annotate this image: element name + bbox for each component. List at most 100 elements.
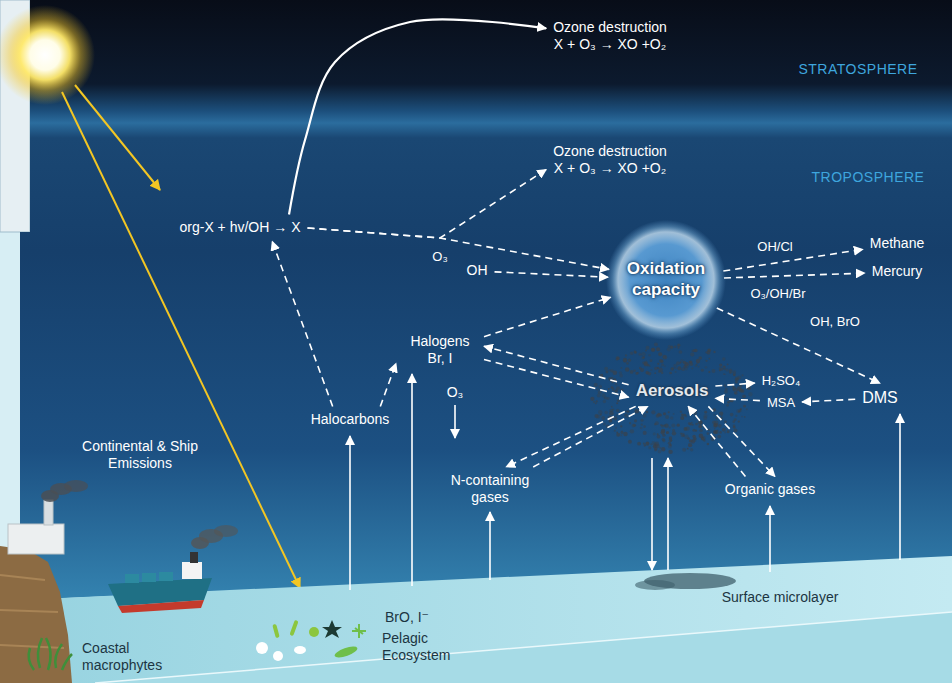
aerosol-dot [670, 367, 674, 371]
node-text: H₂SO₄ [762, 373, 801, 389]
dashed-arrow [380, 363, 396, 406]
aerosol-dot [662, 439, 665, 442]
edge-label: OH, BrO [810, 314, 860, 330]
aerosol-dot [719, 364, 722, 367]
smoke [214, 525, 238, 537]
aerosol-dot [722, 428, 726, 432]
aerosol-dot [638, 353, 641, 356]
aerosol-dot [714, 428, 716, 430]
layer-label: STRATOSPHERE [798, 61, 917, 78]
surface-label: Surface microlayer [722, 589, 839, 606]
aerosol-dot [653, 432, 656, 435]
aerosol-dot [693, 410, 698, 415]
sink-label: Mercury [868, 261, 927, 282]
aerosol-dot [746, 408, 748, 410]
aerosol-dot [695, 423, 698, 426]
aerosol-dot [616, 402, 618, 404]
aerosol-dot [690, 448, 693, 451]
aerosol-dot [651, 348, 655, 352]
aerosol-dot [663, 412, 666, 415]
aerosol-dot [650, 443, 652, 445]
aerosol-dot [711, 369, 715, 373]
aerosol-dot [603, 400, 606, 403]
node-text: DMS [862, 388, 898, 408]
aerosol-dot [708, 371, 710, 373]
ship-cargo [142, 573, 156, 582]
aerosol-dot [660, 366, 662, 368]
deposition-arrow [454, 405, 456, 438]
aerosol-dot [698, 425, 702, 429]
aerosol-dot [708, 350, 710, 352]
aerosol-dot [736, 409, 740, 413]
aerosol-dot [616, 356, 620, 360]
aerosol-dot [662, 355, 666, 359]
node-text: org-X + hv/OH → X [180, 219, 301, 236]
aerosol-dot [668, 411, 670, 413]
aerosol-dot [689, 423, 691, 425]
aerosol-dot [707, 443, 709, 445]
aerosol-dot [663, 355, 667, 359]
aerosol-dot [730, 413, 734, 417]
aerosol-dot [654, 367, 657, 370]
dashed-arrow [708, 406, 775, 476]
aerosol-dot [615, 427, 617, 429]
reaction-text: Ozone destructionX + O₃ → XO +O₂ [549, 17, 671, 55]
aerosol-dot [668, 450, 672, 454]
dashed-arrow [688, 406, 745, 476]
dashed-arrow [484, 297, 611, 336]
aerosol-dot [701, 369, 704, 372]
aerosol-dot [624, 413, 628, 417]
node-text: Ozone destruction [553, 19, 667, 36]
macrophytes [29, 638, 72, 670]
aerosol-dot [628, 440, 632, 444]
aerosol-dot [688, 443, 692, 447]
aerosol-dot [646, 411, 649, 414]
aerosol-dot [705, 366, 708, 369]
ecosystem-label: Pelagic Ecosystem [382, 630, 477, 664]
aerosol-dot [628, 359, 631, 362]
aerosol-dot [724, 373, 726, 375]
emission-arrow [899, 414, 901, 560]
curved-arrow [289, 19, 546, 214]
coast-land [0, 546, 72, 683]
aerosol-dot [725, 388, 728, 391]
emission-label: Organic gases [721, 479, 819, 500]
aerosol-dot [657, 363, 659, 365]
aerosol-dot [715, 417, 717, 419]
halogen-label: Halogens Br, I [399, 331, 481, 369]
aerosol-cloud [590, 342, 752, 454]
aerosol-dot [707, 428, 710, 431]
aerosol-dot [646, 346, 650, 350]
plankton [289, 620, 298, 636]
aerosol-dot [718, 424, 722, 428]
aerosol-dot [676, 361, 680, 365]
aerosol-dot [726, 397, 729, 400]
aerosol-dot [669, 427, 671, 429]
aerosol-dot [661, 363, 664, 366]
aerosol-dot [695, 364, 697, 366]
oxidation-glow: Oxidation capacity [606, 220, 726, 340]
aerosol-dot [688, 422, 691, 425]
ship-cargo [125, 574, 139, 583]
aerosol-dot [705, 360, 707, 362]
node-text: X + O₃ → XO +O₂ [553, 36, 667, 53]
aerosol-dot [625, 354, 627, 356]
species-label: O₃ [447, 384, 464, 401]
aerosol-dot [692, 429, 695, 432]
aerosol-dot [735, 381, 738, 384]
dashed-arrow [307, 228, 608, 269]
aerosol-dot [596, 400, 598, 402]
aerosol-dot [651, 348, 655, 352]
aerosol-dot [621, 367, 623, 369]
aerosol-dot [593, 401, 595, 403]
aerosol-dot [690, 361, 693, 364]
aerosol-dot [714, 421, 719, 426]
aerosol-dot [648, 446, 651, 449]
aerosol-dot [663, 425, 665, 427]
plankton [272, 624, 279, 639]
aerosol-dot [743, 405, 746, 408]
aerosol-dot [703, 416, 707, 420]
dashed-arrow [506, 406, 635, 467]
aerosol-dot [732, 420, 735, 423]
